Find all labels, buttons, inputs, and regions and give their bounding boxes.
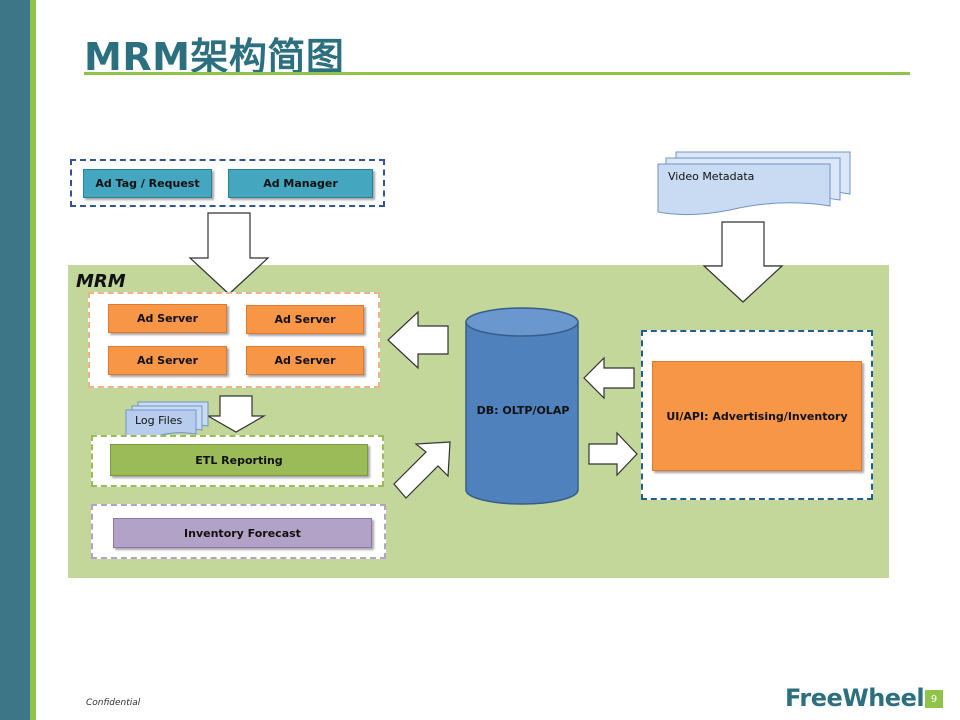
confidential-label: Confidential <box>86 698 141 708</box>
title-underline <box>84 72 910 75</box>
right-arrow-db-to-ui <box>588 431 638 477</box>
ad-server-box-4: Ad Server <box>246 346 364 375</box>
ui-api-box: UI/API: Advertising/Inventory <box>652 361 862 471</box>
log-files-label: Log Files <box>135 414 183 427</box>
ad-tag-request-box: Ad Tag / Request <box>83 169 212 198</box>
ad-server-box-1: Ad Server <box>108 304 227 333</box>
left-arrow-db-to-servers <box>387 310 449 370</box>
ad-manager-box: Ad Manager <box>228 169 373 198</box>
etl-reporting-box: ETL Reporting <box>110 444 368 476</box>
doc-shape-front <box>657 163 831 216</box>
ad-server-box-2: Ad Server <box>246 305 364 334</box>
page-number: 9 <box>925 690 943 708</box>
freewheel-logo: FreeWheel <box>785 684 925 712</box>
down-arrow-inputs <box>188 212 270 295</box>
video-metadata-label: Video Metadata <box>668 170 755 183</box>
down-arrow-metadata <box>702 221 784 303</box>
video-metadata-docs <box>657 151 851 216</box>
inventory-forecast-box: Inventory Forecast <box>113 518 372 548</box>
slide-sidebar-stripe <box>30 0 36 720</box>
down-arrow-logs-to-etl <box>205 395 267 433</box>
database-label: DB: OLTP/OLAP <box>476 404 570 417</box>
slide-title: MRM架构简图 <box>84 35 345 79</box>
ad-server-box-3: Ad Server <box>108 346 227 375</box>
log-files-docs <box>125 401 209 440</box>
left-arrow-ui-to-db <box>583 356 635 400</box>
slide-sidebar-band <box>0 0 30 720</box>
mrm-region-label: MRM <box>76 271 126 292</box>
database-cylinder <box>465 307 579 505</box>
diagonal-arrow-etl-to-db <box>393 441 451 499</box>
